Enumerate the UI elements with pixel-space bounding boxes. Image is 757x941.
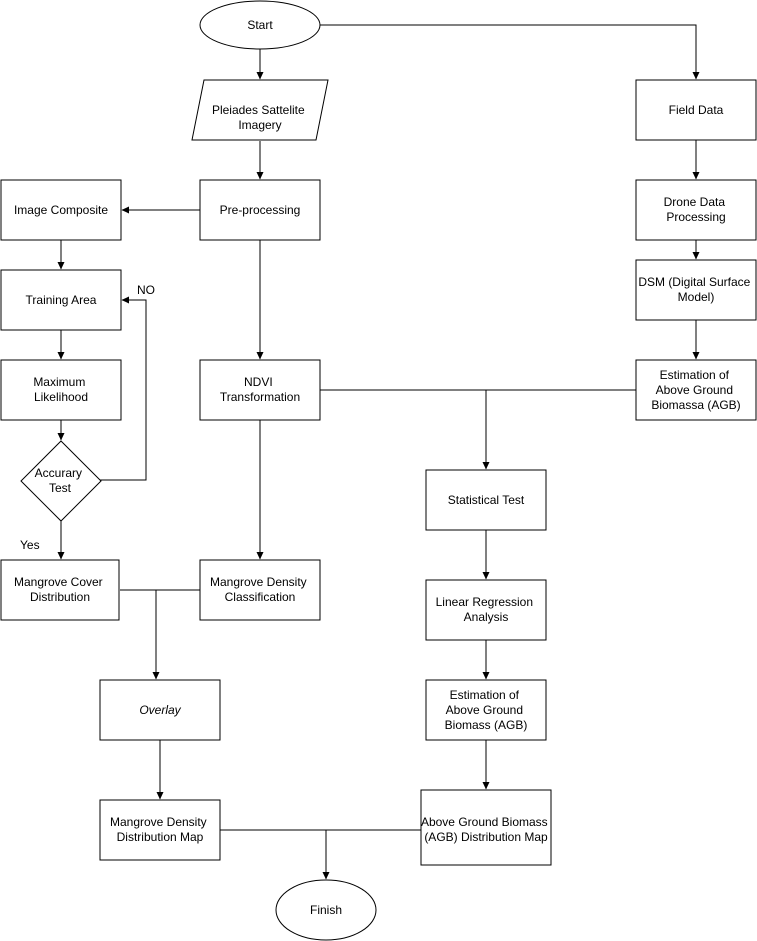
pre-processing-label: Pre-processing (220, 203, 301, 217)
linear-regression-node: Linear Regression Analysis (425, 579, 547, 641)
accuracy-test-label: Accurary Test (35, 466, 86, 495)
edge-accuracy-no-to-training (100, 296, 147, 481)
start-label: Start (247, 18, 273, 32)
statistical-test-node: Statistical Test (425, 469, 547, 531)
overlay-label: Overlay (139, 703, 181, 717)
start-node: Start (199, 0, 321, 50)
overlay-node: Overlay (99, 679, 221, 741)
statistical-test-label: Statistical Test (448, 493, 525, 507)
mangrove-density-classification-node: Mangrove Density Classification (199, 559, 321, 621)
field-data-node: Field Data (635, 79, 757, 141)
pleiades-imagery-node: Pleiades Sattelite Imagery (191, 79, 329, 141)
edge-label-yes: Yes (20, 538, 40, 552)
maximum-likelihood-node: Maximum Likelihood (0, 359, 122, 421)
dsm-label: DSM (Digital Surface Model) (638, 275, 753, 304)
edges (57, 24, 700, 880)
image-composite-label: Image Composite (14, 203, 108, 217)
ndvi-label: NDVI Transformation (220, 375, 300, 404)
agb-distribution-map-node: Above Ground Biomass (AGB) Distribution … (420, 789, 552, 866)
estimation-agb-top-node: Estimation of Above Ground Biomassa (AGB… (635, 359, 757, 421)
mangrove-cover-distribution-node: Mangrove Cover Distribution (0, 559, 120, 621)
dsm-node: DSM (Digital Surface Model) (635, 259, 757, 321)
pre-processing-node: Pre-processing (199, 179, 321, 241)
edge-label-no: NO (137, 283, 155, 297)
drone-data-processing-node: Drone Data Processing (635, 179, 757, 241)
training-area-label: Training Area (26, 293, 97, 307)
estimation-agb-bottom-label: Estimation of Above Ground Biomass (AGB) (445, 688, 528, 732)
finish-node: Finish (275, 879, 377, 941)
image-composite-node: Image Composite (0, 179, 122, 241)
field-data-label: Field Data (669, 103, 724, 117)
edge-start-to-field-data (320, 24, 700, 80)
mangrove-cover-label: Mangrove Cover Distribution (14, 575, 106, 604)
linear-regression-label: Linear Regression Analysis (436, 595, 537, 624)
estimation-agb-bottom-node: Estimation of Above Ground Biomass (AGB) (425, 679, 547, 741)
mangrove-density-map-node: Mangrove Density Distribution Map (99, 799, 221, 861)
agb-map-label: Above Ground Biomass (AGB) Distribution … (421, 815, 551, 844)
ndvi-transformation-node: NDVI Transformation (199, 359, 321, 421)
maximum-likelihood-label: Maximum Likelihood (33, 375, 88, 404)
training-area-node: Training Area (0, 269, 122, 331)
estimation-agb-top-label: Estimation of Above Ground Biomassa (AGB… (651, 368, 740, 412)
pleiades-label: Pleiades Sattelite Imagery (212, 103, 308, 132)
accuracy-test-node: Accurary Test (20, 440, 102, 522)
drone-data-label: Drone Data Processing (664, 195, 729, 224)
mangrove-density-class-label: Mangrove Density Classification (210, 575, 310, 604)
mangrove-density-map-label: Mangrove Density Distribution Map (110, 815, 210, 844)
finish-label: Finish (310, 903, 342, 917)
